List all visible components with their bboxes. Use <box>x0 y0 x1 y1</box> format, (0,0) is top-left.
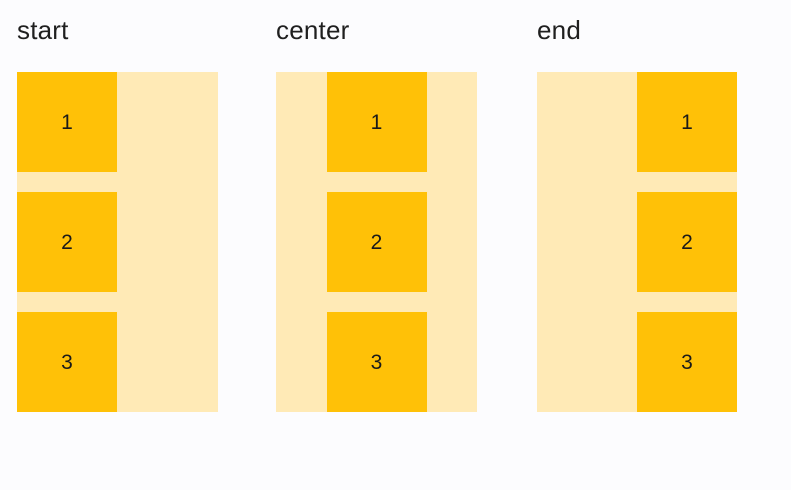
flex-item: 1 <box>326 72 427 172</box>
flex-item: 3 <box>637 312 737 412</box>
flex-container-end: 1 2 3 <box>537 72 737 412</box>
flex-item: 2 <box>637 192 737 292</box>
demo-label-end: end <box>537 15 581 45</box>
flex-item: 3 <box>17 312 117 412</box>
flex-item: 2 <box>326 192 427 292</box>
flex-item: 3 <box>326 312 427 412</box>
flex-container-center: 1 2 3 <box>276 72 477 412</box>
flex-item: 2 <box>17 192 117 292</box>
flex-item: 1 <box>637 72 737 172</box>
demo-label-start: start <box>17 15 69 45</box>
demo-label-center: center <box>276 15 350 45</box>
flex-item: 1 <box>17 72 117 172</box>
flex-container-start: 1 2 3 <box>17 72 218 412</box>
